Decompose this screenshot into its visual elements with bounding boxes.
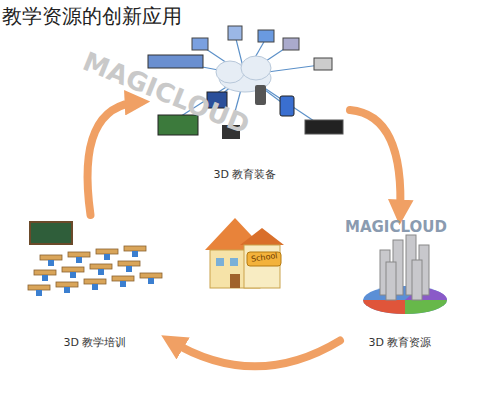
node-label: 3D 教育装备 [211, 167, 280, 182]
illustration-node: 3D 教育资源 [340, 215, 460, 350]
school-house [205, 218, 284, 288]
illustration-node: 3D 教学培训 [20, 215, 170, 350]
cycle-arrow [170, 341, 340, 367]
watermark: MAGICLOUD [345, 218, 447, 236]
cycle-arrow [88, 102, 140, 215]
classroom [28, 222, 162, 296]
cycle-arrow [350, 110, 400, 215]
node-label: 3D 教学培训 [61, 335, 130, 350]
diagram-title: 教学资源的创新应用 [2, 3, 182, 30]
resource-stack [363, 235, 447, 314]
illustration-node: 3D 教育装备 [140, 22, 350, 182]
node-label: 3D 教育资源 [366, 335, 435, 350]
